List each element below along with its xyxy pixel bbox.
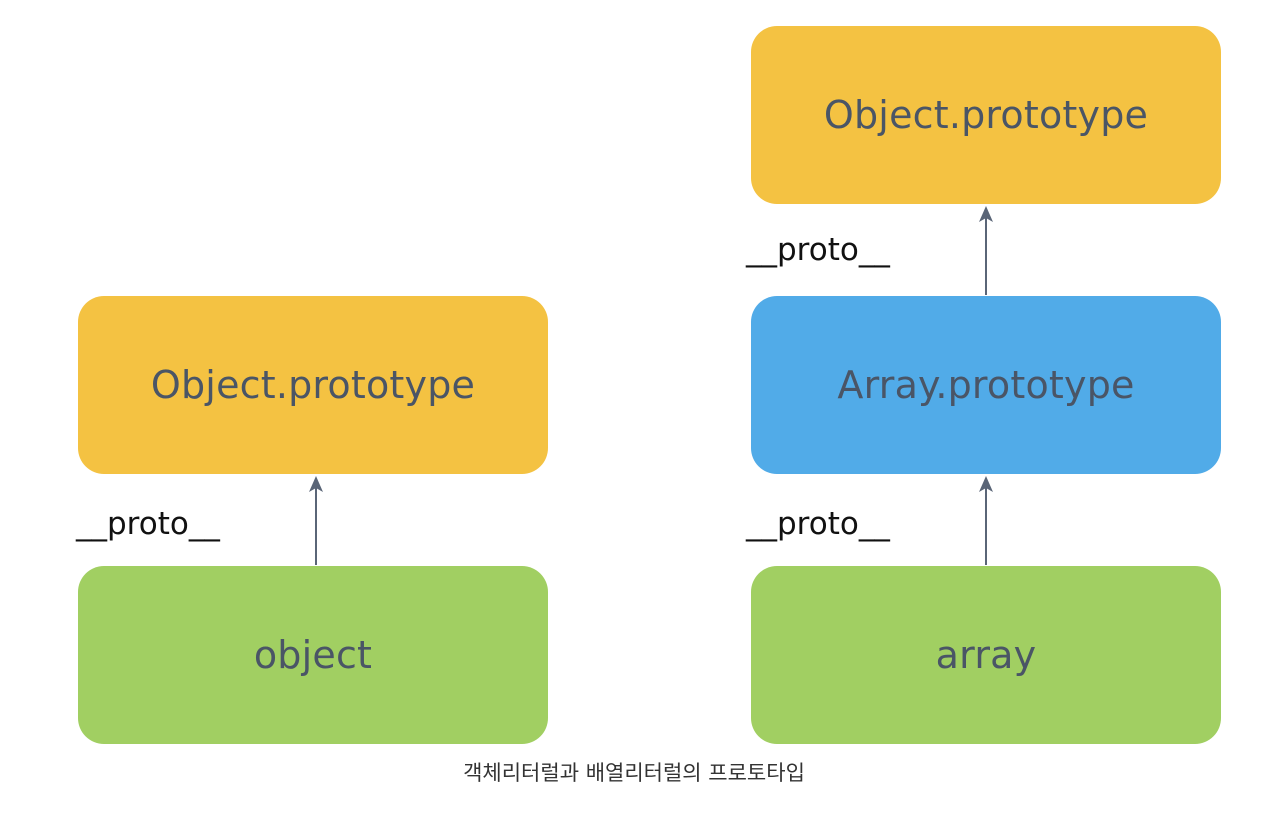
object-label: object: [253, 633, 373, 677]
right-lower-arrow-head: [979, 476, 993, 492]
right-upper-arrow-head: [979, 206, 993, 222]
left-proto-link-label: __proto__: [76, 506, 220, 542]
array-label: array: [935, 633, 1037, 677]
array-box: array: [751, 566, 1221, 744]
array-prototype-box: Array.prototype: [751, 296, 1221, 474]
right-lower-proto-link-label: __proto__: [746, 506, 890, 542]
right-object-prototype-box: Object.prototype: [751, 26, 1221, 204]
left-arrow-head: [309, 476, 323, 492]
object-box: object: [78, 566, 548, 744]
left-object-prototype-label: Object.prototype: [150, 363, 476, 407]
array-prototype-label: Array.prototype: [837, 363, 1135, 407]
right-object-prototype-label: Object.prototype: [823, 93, 1149, 137]
right-upper-proto-link-label: __proto__: [746, 232, 890, 268]
figure-caption: 객체리터럴과 배열리터럴의 프로토타입: [463, 761, 805, 785]
left-object-prototype-box: Object.prototype: [78, 296, 548, 474]
